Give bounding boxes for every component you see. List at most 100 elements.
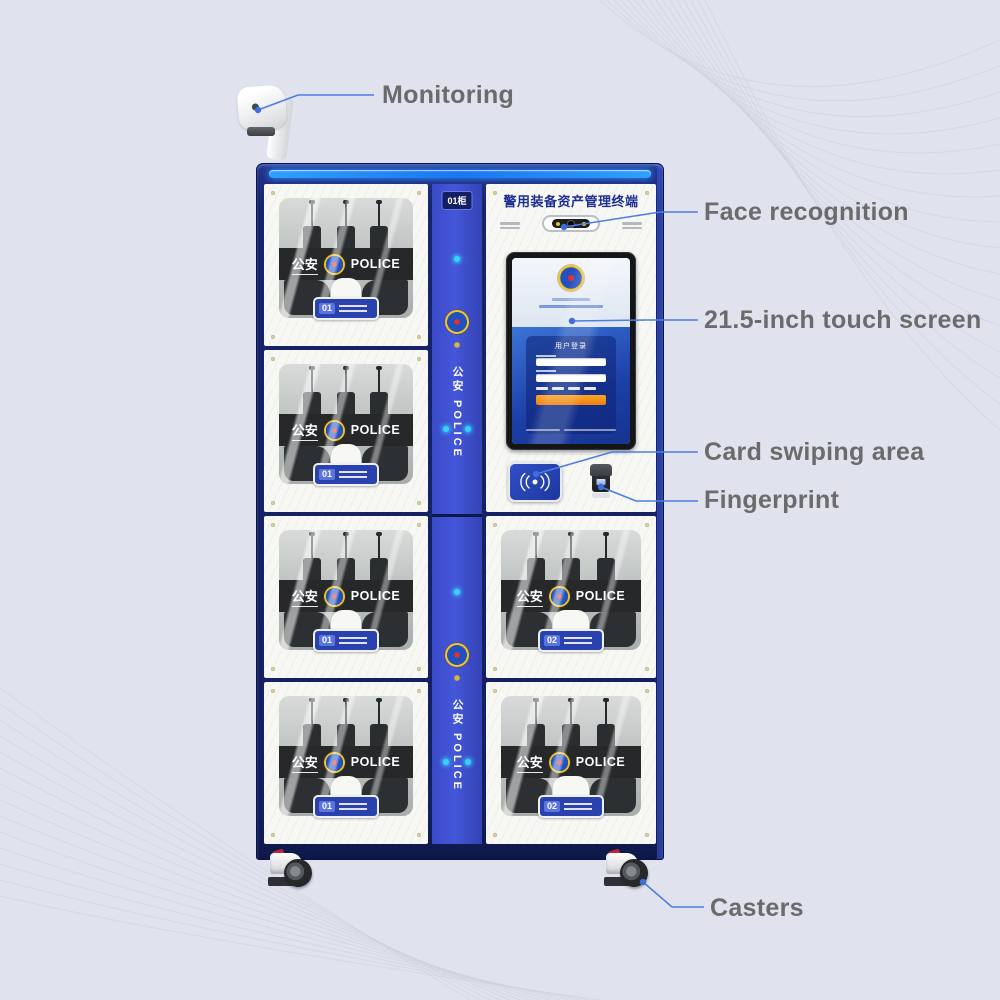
led-indicator [454,256,460,262]
police-badge-icon [323,751,345,773]
screen-login-area: 用户登录 [512,326,630,444]
door-number-label: 01 [313,795,379,818]
led-indicator [465,759,471,765]
screen-header [512,258,630,327]
door-number-label: 01 [313,297,379,320]
door-band: 公安 POLICE [279,580,413,612]
annotation-face-recognition: Face recognition [704,198,909,226]
screw-icon [271,833,275,837]
door-number-label: 02 [538,629,604,652]
screw-icon [454,342,460,348]
login-button [536,395,606,406]
pillar-vertical-text: 公安 POLICE [451,699,463,793]
screw-icon [493,833,497,837]
screen-footer [512,421,630,439]
locker-door: 公安 POLICE 01 [264,184,428,346]
door-band: 公安 POLICE [501,746,641,778]
door-text-cn: 公安 [291,586,318,607]
door-label-text-lines [339,634,368,647]
screw-icon [271,501,275,505]
screw-icon [493,689,497,693]
screw-icon [271,191,275,195]
door-label-text-lines [564,800,593,813]
screw-icon [454,675,460,681]
fingerprint-scanner [588,464,614,501]
screw-icon [645,833,649,837]
caster-wheel [268,848,318,896]
door-number: 02 [544,801,561,812]
door-label-text-lines [339,468,368,481]
panel-side-text [500,220,520,231]
screen-display: 用户登录 [512,258,630,444]
door-number: 01 [319,801,336,812]
screw-icon [645,689,649,693]
door-band: 公安 POLICE [279,746,413,778]
locker-door: 公安 POLICE 01 [264,350,428,512]
screw-icon [271,523,275,527]
annotation-card-swiping: Card swiping area [704,438,925,466]
door-text-en: POLICE [575,589,626,603]
annotation-touch-screen: 21.5-inch touch screen [704,306,982,334]
locker-door: 公安 POLICE 02 [486,516,656,678]
door-text-cn: 公安 [516,586,543,607]
locker-door: 公安 POLICE 01 [264,682,428,844]
screw-icon [271,335,275,339]
caster-wheel [604,848,654,896]
door-number-label: 01 [313,463,379,486]
terminal-title: 警用装备资产管理终端 [503,194,639,209]
door-label-text-lines [339,800,368,813]
touch-screen: 用户登录 [506,252,636,450]
camera-head [236,84,288,132]
screw-icon [645,667,649,671]
door-band: 公安 POLICE [501,580,641,612]
screw-icon [417,501,421,505]
screen-text-line [552,298,590,301]
screw-icon [417,689,421,693]
screw-icon [645,191,649,195]
annotation-monitoring: Monitoring [382,81,515,109]
equipment-cabinet: 公安 POLICE 01 公安 POLICE 01 [256,163,664,860]
annotation-fingerprint: Fingerprint [704,486,840,514]
led-indicator [454,589,460,595]
camera-lens-icon [251,103,260,111]
door-label-text-lines [564,634,593,647]
screw-icon [417,667,421,671]
pillar-vertical-text: 公安 POLICE [451,366,463,460]
cabinet-grid: 公安 POLICE 01 公安 POLICE 01 [264,184,656,844]
screw-icon [271,357,275,361]
status-light-bar [269,170,651,178]
screw-icon [417,833,421,837]
cabinet-number-badge: 01柜 [441,191,473,210]
door-number-label: 02 [538,795,604,818]
pillar-section: 01柜 公安 POLICE [432,184,482,514]
screw-icon [417,191,421,195]
screw-icon [417,357,421,361]
locker-door: 公安 POLICE 02 [486,682,656,844]
login-title: 用户登录 [554,342,587,350]
screw-icon [271,667,275,671]
door-number: 01 [319,469,336,480]
center-pillar: 01柜 公安 POLICE 公安 POLICE [432,184,482,844]
card-swiping-area [508,462,562,502]
led-indicator [443,426,449,432]
door-text-en: POLICE [350,257,401,271]
door-band: 公安 POLICE [279,248,413,280]
camera-base [247,127,275,136]
pillar-section: 公安 POLICE [432,514,482,847]
login-panel: 用户登录 [526,335,616,434]
police-badge-icon [445,310,469,334]
police-badge-icon [558,265,584,291]
police-badge-icon [548,751,570,773]
screw-icon [417,335,421,339]
door-number: 02 [544,635,561,646]
police-badge-icon [323,253,345,275]
rfid-icon [520,472,550,492]
camera-lens-icon [552,219,590,228]
screw-icon [493,191,497,195]
door-text-cn: 公安 [291,752,318,773]
login-input [536,373,606,382]
police-badge-icon [445,643,469,667]
police-badge-icon [323,419,345,441]
door-text-cn: 公安 [291,420,318,441]
